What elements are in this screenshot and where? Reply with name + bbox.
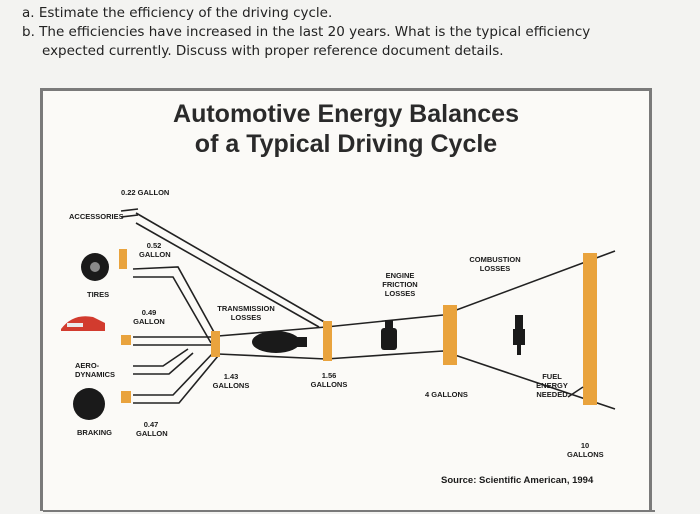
label-braking-amount: 0.47 GALLON (136, 420, 168, 438)
figure-title-line2: of a Typical Driving Cycle (194, 130, 498, 158)
label-fuel-amount: 10 GALLONS (567, 441, 604, 459)
flow-tires-bottom (133, 276, 212, 344)
label-accessories-amount: 0.22 GALLON (121, 188, 170, 197)
label-braking: BRAKING (77, 428, 112, 437)
question-b: b. The efficiencies have increased in th… (22, 24, 591, 40)
bar-fuel (583, 253, 597, 405)
flow-friction-a (135, 212, 327, 324)
figure-title: Automotive Energy Balances of a Typical … (43, 99, 649, 159)
piston-icon (381, 320, 397, 350)
car-icon (61, 316, 105, 331)
flow-lower-a (133, 348, 189, 367)
source-citation: Source: Scientific American, 1994 (441, 475, 594, 486)
energy-bars (119, 249, 597, 405)
label-tires: TIRES (87, 290, 110, 299)
label-transmission-amount: 1.43 GALLONS (212, 372, 250, 390)
fuel-arrow-icon (567, 386, 584, 398)
label-engine-friction: ENGINE FRICTION LOSSES (382, 271, 418, 298)
flow-accessories-a (120, 208, 139, 212)
bar-aero (121, 335, 131, 345)
label-combustion: COMBUSTION LOSSES (469, 255, 521, 273)
label-transmission: TRANSMISSION LOSSES (217, 304, 275, 322)
figure-title-line1: Automotive Energy Balances (173, 100, 519, 128)
flow-accessories-b (120, 214, 139, 218)
question-text: a. Estimate the efficiency of the drivin… (22, 4, 682, 61)
bar-transmission (211, 331, 220, 357)
bar-accessories (119, 249, 127, 269)
flow-braking-top (133, 352, 214, 396)
energy-flow-diagram (43, 208, 655, 512)
bar-brake (121, 391, 131, 403)
brake-disc-icon (73, 388, 105, 420)
flow-lower-b (133, 352, 194, 375)
question-a: a. Estimate the efficiency of the drivin… (22, 5, 333, 21)
question-b-continued: expected currently. Discuss with proper … (42, 43, 504, 59)
transmission-icon (252, 331, 307, 353)
flow-friction-b (135, 222, 320, 328)
label-combustion-amount: 4 GALLONS (425, 390, 468, 399)
spark-plug-icon (513, 315, 525, 355)
label-fuel: FUEL ENERGY NEEDED (536, 372, 568, 399)
flow-braking-bottom (133, 355, 219, 404)
flow-trans-bottom (217, 353, 327, 360)
bar-engine (323, 321, 332, 361)
flow-tires-top (132, 266, 216, 335)
energy-balance-figure: Automotive Energy Balances of a Typical … (40, 88, 655, 512)
label-aero: AERO- DYNAMICS (75, 361, 116, 379)
label-aero-amount: 0.49 GALLON (133, 308, 165, 326)
label-engine-amount: 1.56 GALLONS (310, 371, 348, 389)
label-tires-amount: 0.52 GALLON (139, 241, 171, 259)
label-accessories: ACCESSORIES (69, 212, 124, 221)
bar-combustion (443, 305, 457, 365)
tire-icon (81, 253, 109, 281)
